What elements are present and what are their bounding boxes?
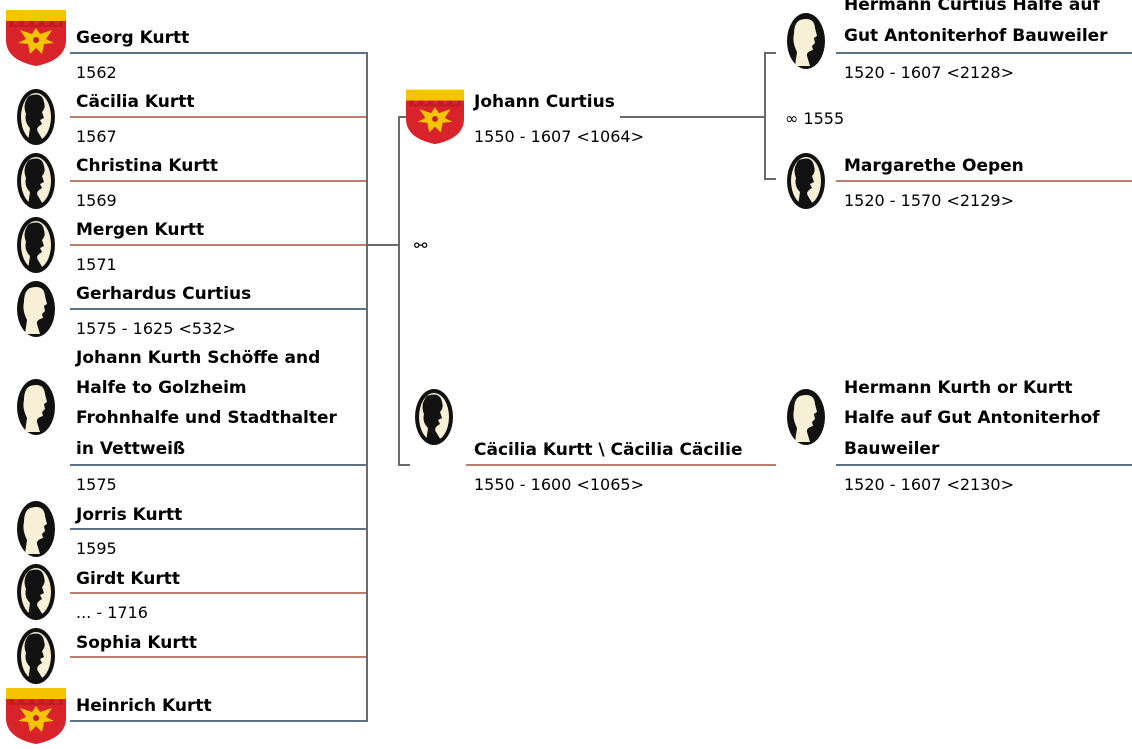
person-dates: 1567 <box>76 127 117 146</box>
person-name[interactable]: Sophia Kurtt <box>76 633 198 653</box>
person-underline <box>70 528 366 530</box>
person-underline <box>70 592 366 594</box>
female-silhouette-icon <box>786 152 826 210</box>
female-silhouette-icon <box>414 388 454 446</box>
person-underline <box>70 244 366 246</box>
coat-of-arms-icon <box>6 10 66 66</box>
person-underline <box>70 464 366 466</box>
father-to-grandparents-line <box>620 116 766 118</box>
person-name[interactable]: Jorris Kurtt <box>76 505 183 525</box>
parents-marriage-symbol: ⚯ <box>414 236 428 255</box>
person-name[interactable]: Girdt Kurtt <box>76 569 180 589</box>
person-dates: 1595 <box>76 539 117 558</box>
person-underline <box>70 308 366 310</box>
male-silhouette-icon <box>786 388 826 446</box>
person-dates: 1575 <box>76 475 117 494</box>
grandfather-dates: 1520 - 1607 <2128> <box>844 63 1014 82</box>
grandmother-dates: 1520 - 1570 <2129> <box>844 191 1014 210</box>
male-silhouette-icon <box>16 500 56 558</box>
person-underline <box>70 720 366 722</box>
person-name[interactable]: Georg Kurtt <box>76 28 190 48</box>
person-dates: 1575 - 1625 <532> <box>76 319 236 338</box>
female-silhouette-icon <box>16 88 56 146</box>
female-silhouette-icon <box>16 563 56 621</box>
parents-bracket-line <box>398 116 400 466</box>
coat-of-arms-icon <box>6 688 66 744</box>
male-silhouette-icon <box>16 280 56 338</box>
mother-underline <box>466 464 776 466</box>
grandmother-name[interactable]: Margarethe Oepen <box>844 156 1024 176</box>
maternal-grandfather-name-line[interactable]: Bauweiler <box>844 439 940 459</box>
grandparents-bracket-line <box>764 52 766 180</box>
parents-bracket-bottom <box>398 464 410 466</box>
mother-name[interactable]: Cäcilia Kurtt \ Cäcilia Cäcilie <box>474 440 743 460</box>
father-name[interactable]: Johann Curtius <box>474 92 615 112</box>
male-silhouette-icon <box>16 378 56 436</box>
male-silhouette-icon <box>786 12 826 70</box>
person-underline <box>70 116 366 118</box>
person-name-line[interactable]: Johann Kurth Schöffe and <box>76 348 321 368</box>
maternal-grandfather-name-line[interactable]: Halfe auf Gut Antoniterhof <box>844 408 1100 428</box>
person-name[interactable]: Mergen Kurtt <box>76 220 205 240</box>
grandfather-name-line[interactable]: Hermann Curtius Halfe auf <box>844 0 1100 15</box>
sibling-bracket-line <box>366 52 368 722</box>
parents-bracket-top <box>398 116 410 118</box>
grandparents-bracket-top <box>764 52 776 54</box>
person-name-line[interactable]: Frohnhalfe und Stadthalter <box>76 408 337 428</box>
children-to-parents-line <box>366 244 400 246</box>
person-name[interactable]: Cäcilia Kurtt <box>76 92 195 112</box>
father-dates: 1550 - 1607 <1064> <box>474 127 644 146</box>
grandparents-bracket-bottom <box>764 178 776 180</box>
person-dates: 1569 <box>76 191 117 210</box>
person-name[interactable]: Gerhardus Curtius <box>76 284 252 304</box>
person-dates: 1562 <box>76 63 117 82</box>
female-silhouette-icon <box>16 216 56 274</box>
person-underline <box>70 656 366 658</box>
grandfather-underline <box>836 52 1132 54</box>
grandfather-name-line[interactable]: Gut Antoniterhof Bauweiler <box>844 26 1108 46</box>
coat-of-arms-icon <box>406 88 464 146</box>
mother-dates: 1550 - 1600 <1065> <box>474 475 644 494</box>
person-name[interactable]: Christina Kurtt <box>76 156 218 176</box>
female-silhouette-icon <box>16 152 56 210</box>
person-dates: ... - 1716 <box>76 603 148 622</box>
maternal-grandfather-dates: 1520 - 1607 <2130> <box>844 475 1014 494</box>
female-silhouette-icon <box>16 627 56 685</box>
grandparents-marriage: ∞ 1555 <box>785 109 845 128</box>
person-underline <box>70 180 366 182</box>
person-underline <box>70 52 366 54</box>
grandmother-underline <box>836 180 1132 182</box>
maternal-grandfather-name-line[interactable]: Hermann Kurth or Kurtt <box>844 378 1073 398</box>
person-name-line[interactable]: Halfe to Golzheim <box>76 378 247 398</box>
person-name[interactable]: Heinrich Kurtt <box>76 696 212 716</box>
person-dates: 1571 <box>76 255 117 274</box>
person-name-line[interactable]: in Vettweiß <box>76 439 186 459</box>
maternal-grandfather-underline <box>836 464 1132 466</box>
